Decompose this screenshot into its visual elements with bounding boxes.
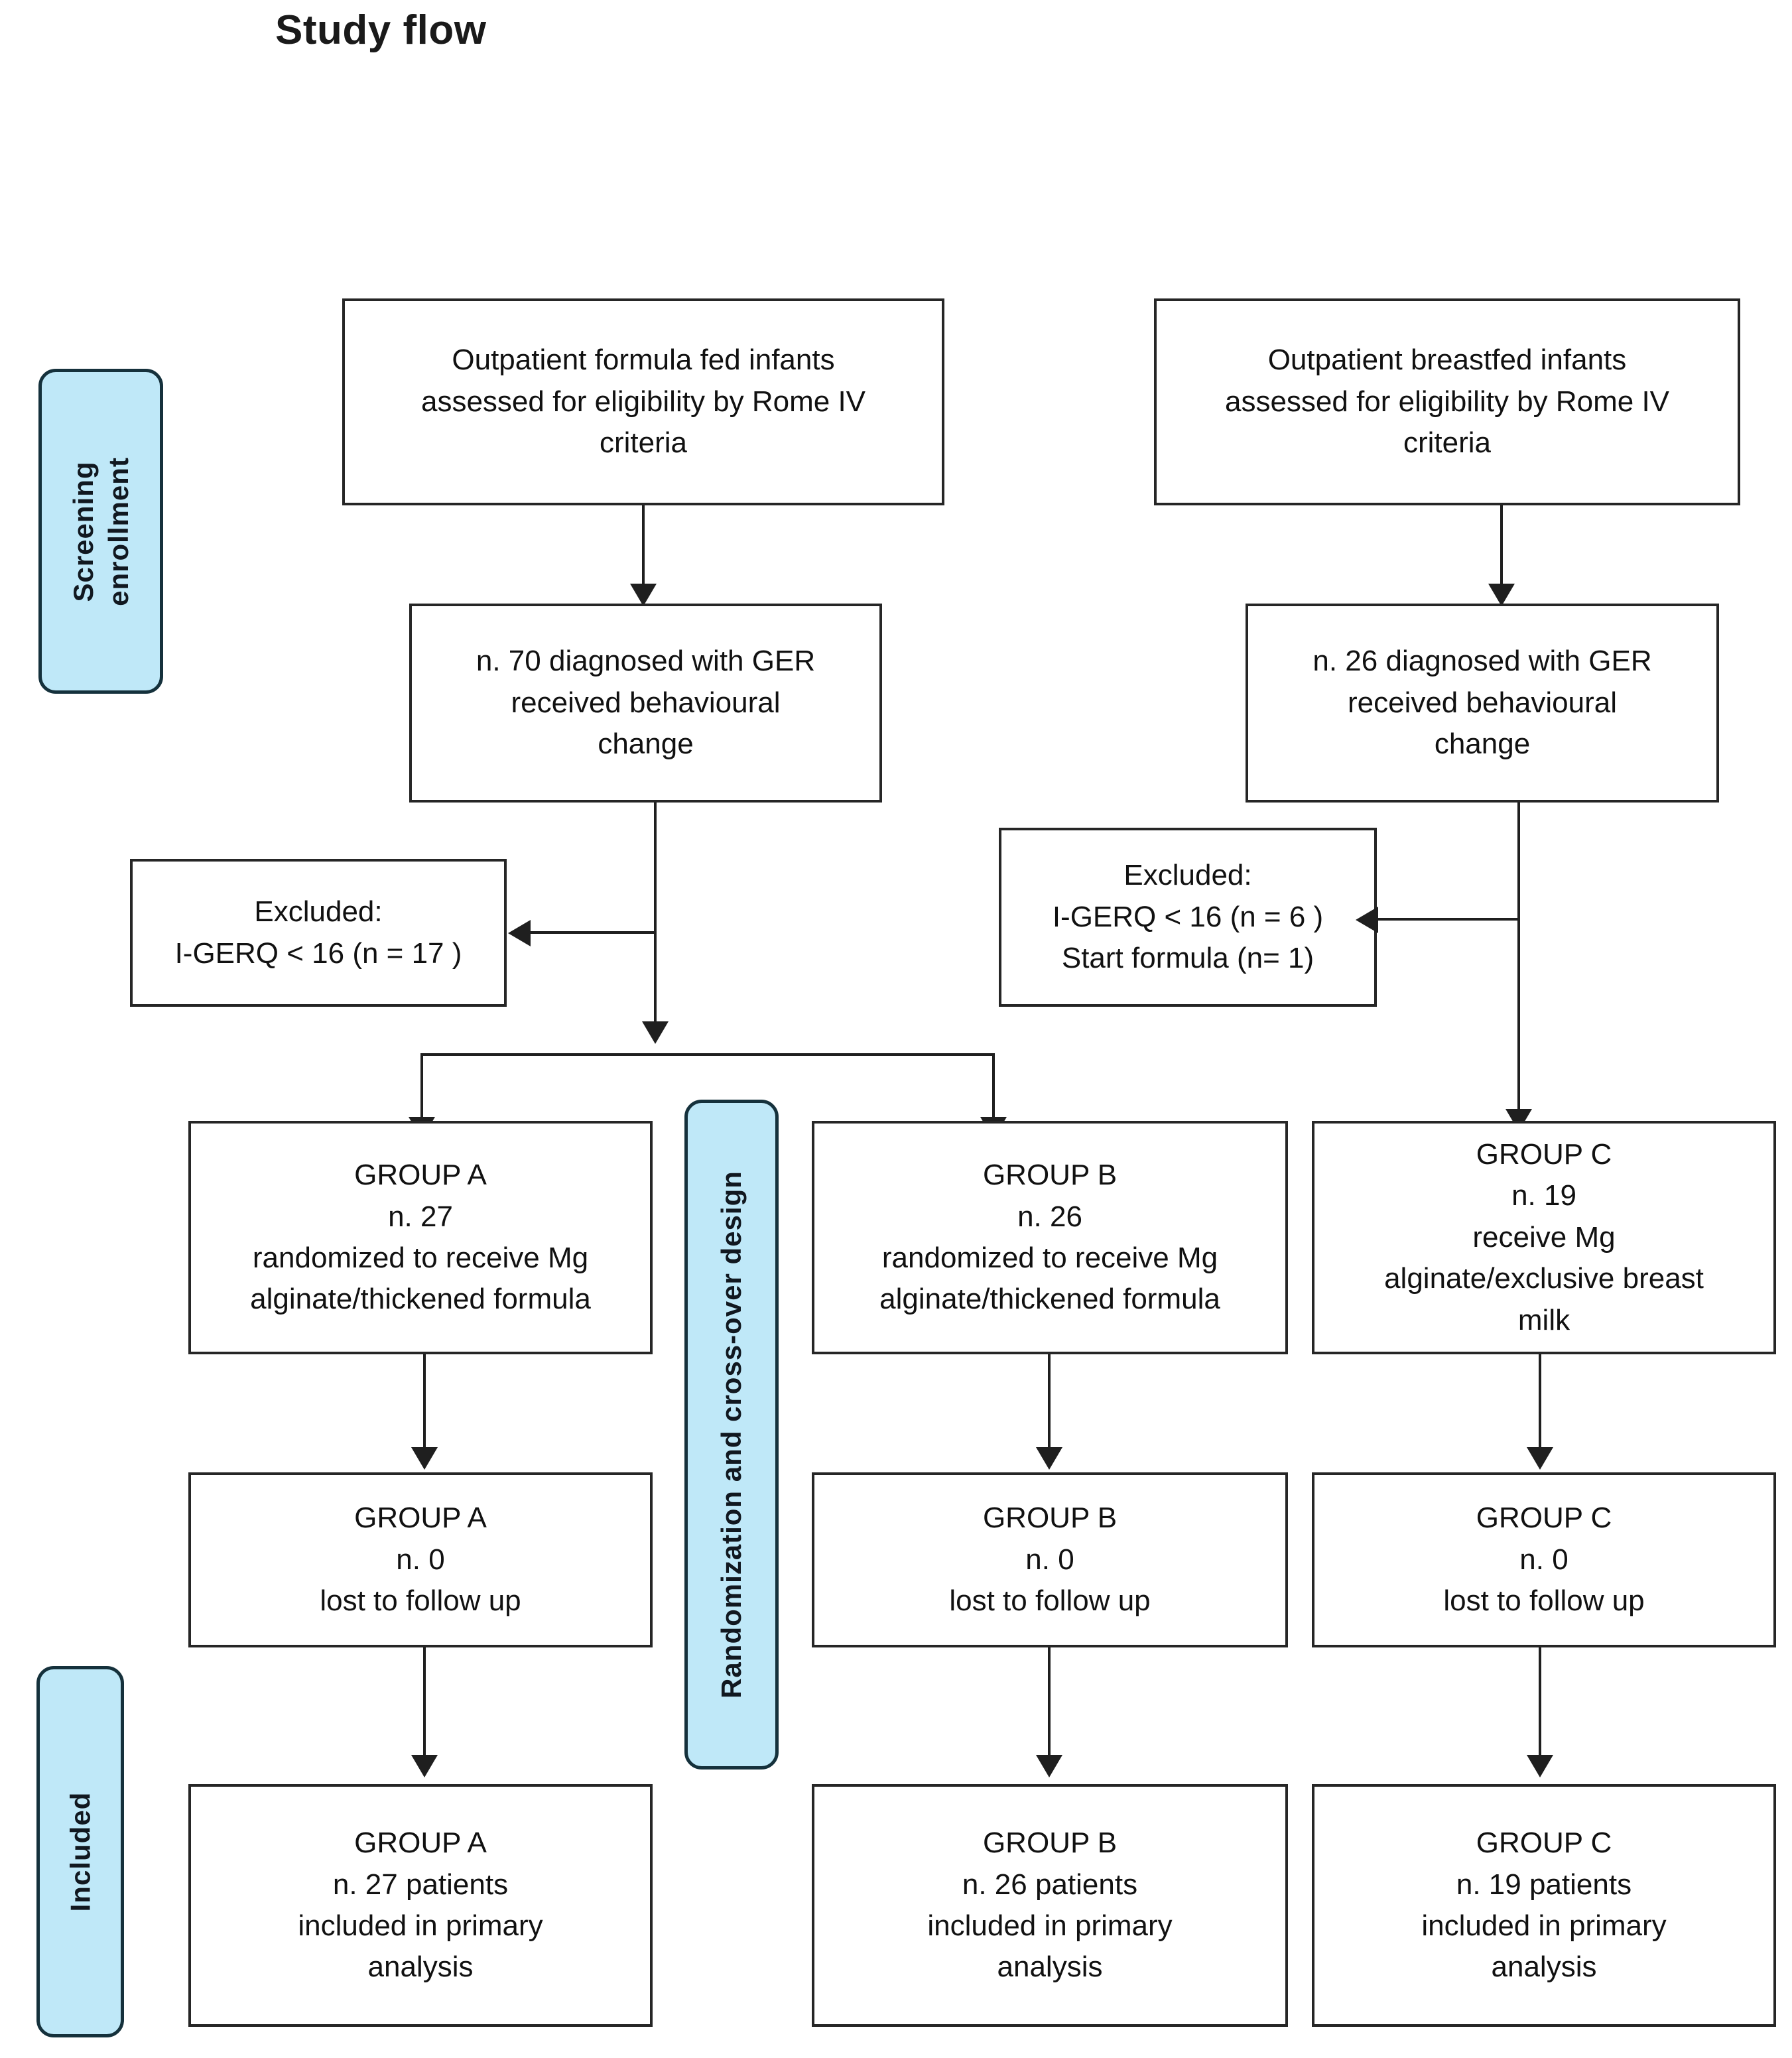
box-excluded-formula: Excluded: I-GERQ < 16 (n = 17 ): [130, 859, 507, 1007]
connector-breastfed-to-excluded: [1378, 918, 1519, 921]
box-excluded-breastfed: Excluded: I-GERQ < 16 (n = 6 ) Start for…: [999, 828, 1377, 1007]
box-group-c-primary-analysis: GROUP C n. 19 patients included in prima…: [1312, 1784, 1776, 2027]
stage-label-screening-text: Screening enrollment: [67, 456, 134, 606]
connector-breastfed-diagnosis-stem: [1517, 803, 1520, 1114]
box-group-c-allocation-text: GROUP C n. 19 receive Mg alginate/exclus…: [1384, 1137, 1704, 1336]
arrowhead-breastfed-to-excluded: [1356, 907, 1378, 933]
stage-label-randomization: Randomization and cross-over design: [684, 1100, 779, 1769]
box-group-c-final-text: GROUP C n. 19 patients included in prima…: [1421, 1827, 1667, 1984]
box-group-c-lost-text: GROUP C n. 0 lost to follow up: [1443, 1502, 1645, 1618]
box-diagnosed-breastfed: n. 26 diagnosed with GER received behavi…: [1246, 604, 1719, 803]
connector-group-b-lost-to-final: [1048, 1647, 1051, 1760]
box-group-a-allocation: GROUP A n. 27 randomized to receive Mg a…: [188, 1121, 653, 1354]
box-screen-formula-fed-text: Outpatient formula fed infants assessed …: [420, 344, 866, 460]
arrowhead-group-c-alloc-to-lost: [1527, 1447, 1553, 1470]
box-group-a-final-text: GROUP A n. 27 patients included in prima…: [298, 1827, 543, 1984]
box-screen-breastfed-text: Outpatient breastfed infants assessed fo…: [1224, 344, 1670, 460]
connector-group-c-alloc-to-lost: [1539, 1354, 1541, 1454]
arrowhead-group-a-lost-to-final: [411, 1755, 438, 1777]
arrowhead-breastfed-screen-to-diagnosis: [1488, 584, 1515, 606]
arrowhead-group-b-alloc-to-lost: [1036, 1447, 1062, 1470]
arrowhead-formula-screen-to-diagnosis: [630, 584, 657, 606]
connector-formula-diagnosis-stem: [654, 803, 657, 1035]
stage-label-included-text: Included: [64, 1791, 96, 1912]
box-group-a-allocation-text: GROUP A n. 27 randomized to receive Mg a…: [250, 1159, 591, 1316]
box-excluded-breastfed-text: Excluded: I-GERQ < 16 (n = 6 ) Start for…: [1052, 859, 1324, 975]
arrowhead-formula-diagnosis-to-split: [642, 1021, 669, 1044]
box-screen-formula-fed: Outpatient formula fed infants assessed …: [342, 298, 944, 505]
stage-label-randomization-text: Randomization and cross-over design: [716, 1171, 747, 1699]
stage-label-screening-enrollment: Screening enrollment: [38, 369, 163, 694]
arrowhead-formula-to-excluded: [508, 920, 531, 946]
connector-split-to-group-b: [992, 1053, 995, 1125]
box-group-b-final-text: GROUP B n. 26 patients included in prima…: [927, 1827, 1173, 1984]
page-title: Study flow: [275, 7, 487, 53]
box-group-b-allocation-text: GROUP B n. 26 randomized to receive Mg a…: [879, 1159, 1220, 1316]
connector-breastfed-screen-to-diagnosis: [1500, 505, 1503, 592]
box-group-c-lost-to-follow-up: GROUP C n. 0 lost to follow up: [1312, 1472, 1776, 1647]
box-diagnosed-formula-text: n. 70 diagnosed with GER received behavi…: [476, 645, 816, 761]
connector-formula-screen-to-diagnosis: [642, 505, 645, 592]
box-group-b-primary-analysis: GROUP B n. 26 patients included in prima…: [812, 1784, 1288, 2027]
box-diagnosed-formula: n. 70 diagnosed with GER received behavi…: [409, 604, 882, 803]
connector-split-to-group-a: [420, 1053, 423, 1125]
connector-randomization-split-bar: [420, 1053, 995, 1056]
box-group-b-allocation: GROUP B n. 26 randomized to receive Mg a…: [812, 1121, 1288, 1354]
box-group-c-allocation: GROUP C n. 19 receive Mg alginate/exclus…: [1312, 1121, 1776, 1354]
connector-group-a-alloc-to-lost: [423, 1354, 426, 1454]
arrowhead-group-a-alloc-to-lost: [411, 1447, 438, 1470]
box-diagnosed-breastfed-text: n. 26 diagnosed with GER received behavi…: [1312, 645, 1652, 761]
arrowhead-group-c-lost-to-final: [1527, 1755, 1553, 1777]
box-screen-breastfed: Outpatient breastfed infants assessed fo…: [1154, 298, 1740, 505]
box-excluded-formula-text: Excluded: I-GERQ < 16 (n = 17 ): [174, 895, 462, 970]
box-group-b-lost-text: GROUP B n. 0 lost to follow up: [949, 1502, 1151, 1618]
box-group-b-lost-to-follow-up: GROUP B n. 0 lost to follow up: [812, 1472, 1288, 1647]
arrowhead-group-b-lost-to-final: [1036, 1755, 1062, 1777]
box-group-a-primary-analysis: GROUP A n. 27 patients included in prima…: [188, 1784, 653, 2027]
connector-group-a-lost-to-final: [423, 1647, 426, 1760]
connector-formula-to-excluded: [531, 931, 657, 934]
box-group-a-lost-text: GROUP A n. 0 lost to follow up: [320, 1502, 521, 1618]
connector-group-c-lost-to-final: [1539, 1647, 1541, 1760]
stage-label-included: Included: [36, 1666, 124, 2037]
box-group-a-lost-to-follow-up: GROUP A n. 0 lost to follow up: [188, 1472, 653, 1647]
connector-group-b-alloc-to-lost: [1048, 1354, 1051, 1454]
